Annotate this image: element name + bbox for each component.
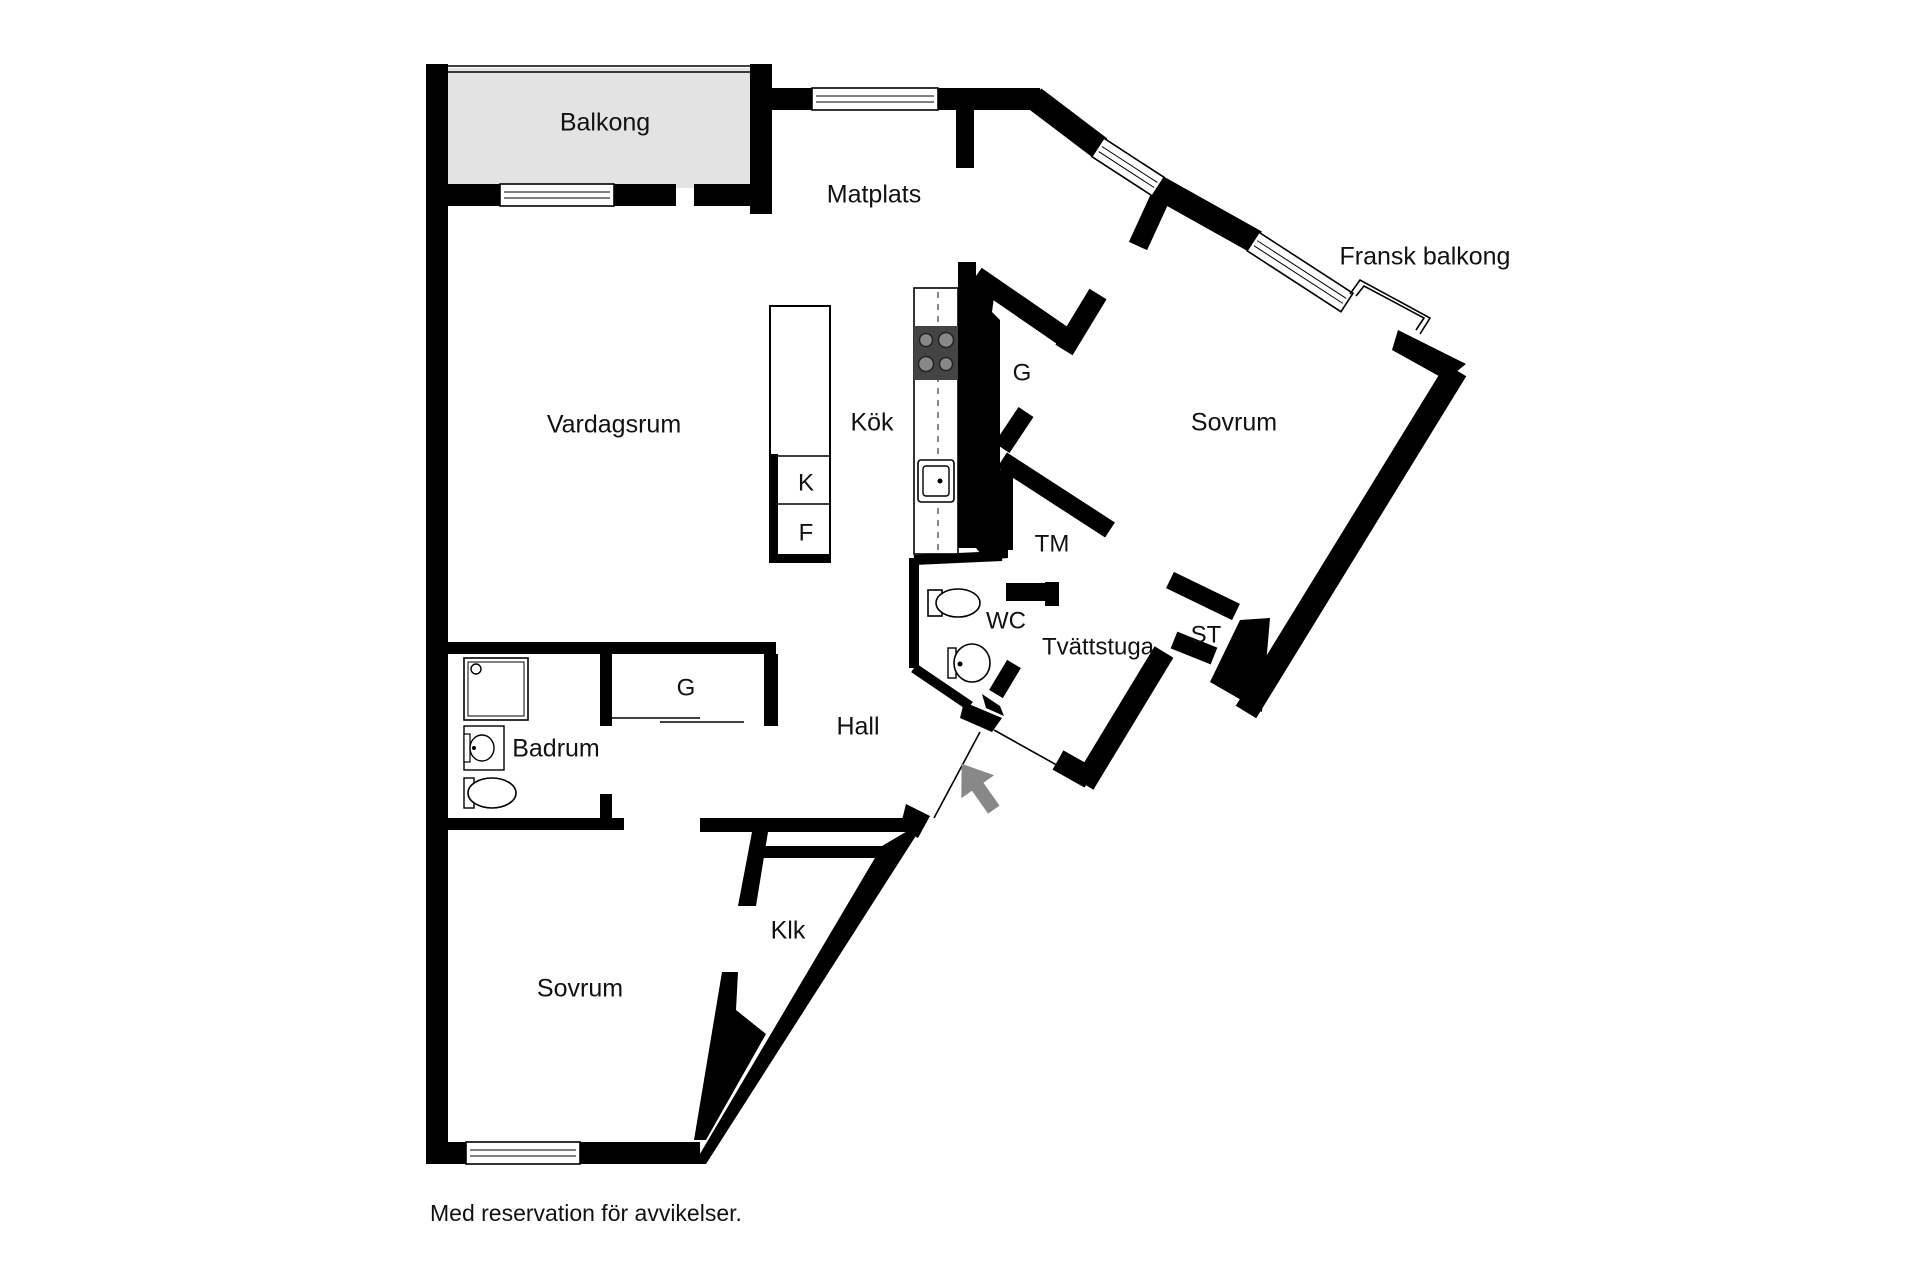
sink-icon [947, 643, 991, 683]
wall-tm [997, 452, 1115, 538]
sink-icon [463, 725, 505, 771]
sink-icon [917, 459, 955, 503]
wall-st [1210, 618, 1270, 712]
label-kok: Kök [850, 409, 894, 437]
label-matplats: Matplats [827, 181, 921, 209]
wall-g-closet [970, 267, 1072, 347]
toilet-icon [463, 777, 517, 809]
wall-badrum-top [448, 642, 776, 654]
shower-icon [463, 657, 529, 721]
label-st: ST [1191, 621, 1222, 648]
window-balcony [499, 183, 615, 207]
wall-klk [738, 832, 768, 906]
wall-wc [913, 551, 1003, 565]
label-g-hall: G [677, 674, 696, 701]
label-wc: WC [986, 607, 1026, 634]
window-matplats [811, 87, 939, 111]
wall-g-closet [1055, 288, 1107, 356]
label-vardagsrum: Vardagsrum [547, 411, 681, 439]
wall-top [772, 88, 812, 110]
wall-st [1166, 571, 1240, 621]
wall-st [1170, 631, 1218, 665]
wall-klk-base [694, 972, 766, 1140]
wall-balcony-bottom [448, 184, 500, 206]
balcony-area [448, 68, 750, 188]
fransk-balkong-railing [1355, 284, 1426, 331]
label-hall: Hall [836, 713, 879, 741]
wall-entrance [982, 694, 1004, 716]
window-diagonal-top [1090, 137, 1166, 197]
label-g-right: G [1013, 359, 1032, 386]
wall-klk-diagonal [694, 820, 926, 1164]
label-sovrum-right: Sovrum [1191, 409, 1277, 437]
label-fransk-balkong: Fransk balkong [1340, 243, 1511, 271]
wall-stub [956, 110, 974, 168]
wall-g-closet [994, 407, 1034, 453]
wall-wc [989, 659, 1021, 699]
wall-right [1235, 363, 1467, 719]
toilet-icon [927, 588, 981, 618]
label-badrum: Badrum [512, 735, 600, 763]
disclaimer: Med reservation för avvikelser. [430, 1200, 742, 1226]
wall-balcony-bottom [614, 184, 676, 206]
wall-diagonal [1150, 175, 1262, 253]
window-sovrum-bottom [465, 1141, 581, 1165]
cooktop-icon [914, 326, 958, 380]
label-kyl: K [798, 469, 814, 496]
wall-g-hall [764, 654, 778, 726]
wall-tvattstuga [1052, 750, 1096, 788]
entrance-door [933, 731, 981, 819]
wall-diagonal [1026, 88, 1108, 158]
wall-badrum-stub [600, 794, 612, 822]
label-sovrum-bottom: Sovrum [537, 975, 623, 1003]
wall-bottom [426, 1142, 466, 1164]
wall-g-hall [600, 654, 612, 726]
label-frys: F [799, 519, 814, 546]
fransk-balkong-railing [1349, 278, 1432, 335]
label-tm: TM [1035, 530, 1070, 557]
wall-left [426, 64, 448, 1164]
wall-badrum-bottom [448, 818, 624, 830]
wall-corner [900, 804, 930, 838]
wall-sovrum-top [700, 818, 910, 832]
wall-stub [1128, 193, 1170, 251]
wall-balcony-right [750, 64, 772, 214]
wall-wc [911, 663, 973, 711]
label-klk: Klk [771, 917, 806, 945]
wall-bottom [580, 1142, 700, 1164]
wall-tvattstuga [1074, 646, 1174, 790]
wall-balcony-bottom [694, 184, 772, 206]
label-balkong: Balkong [560, 109, 650, 137]
walls [426, 64, 1467, 1164]
window-fransk-balkong [1245, 231, 1355, 313]
label-tvattstuga: Tvättstuga [1042, 633, 1155, 660]
kitchen-island [769, 305, 831, 563]
entrance-arrow-icon [961, 763, 1000, 814]
entrance-door [993, 729, 1063, 769]
wall-entrance [960, 702, 1002, 732]
wall-top [938, 88, 1040, 110]
